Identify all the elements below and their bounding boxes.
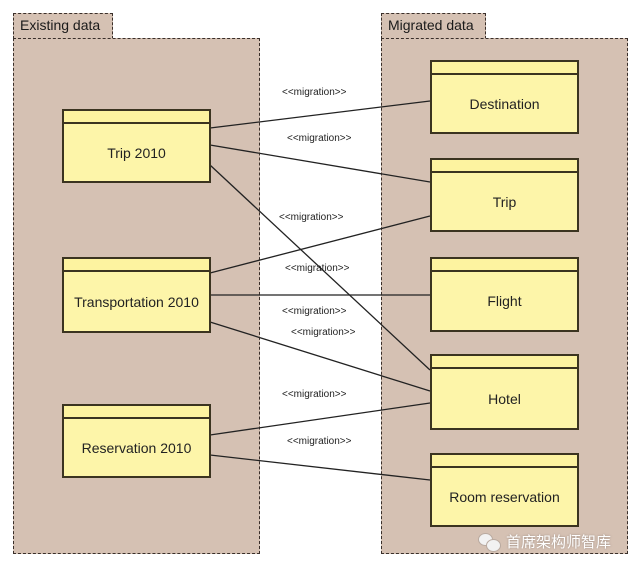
class-hotel[interactable]: Hotel xyxy=(430,354,579,430)
class-header xyxy=(432,62,577,75)
package-tab-existing: Existing data xyxy=(13,13,113,39)
watermark: 首席架构师智库 xyxy=(478,531,611,552)
watermark-text: 首席架构师智库 xyxy=(506,534,612,551)
class-name: Flight xyxy=(487,293,522,309)
dependency-trip2010-trip[interactable] xyxy=(209,144,431,183)
class-header xyxy=(64,406,209,419)
stereotype-label: <<migration>> xyxy=(291,327,356,338)
class-name: Room reservation xyxy=(449,488,560,505)
class-header xyxy=(432,160,577,173)
dependency-transport2010-hotel[interactable] xyxy=(209,321,431,392)
class-room-reservation[interactable]: Room reservation xyxy=(430,453,579,527)
class-name: Transportation 2010 xyxy=(74,293,199,310)
dependency-reservation2010-hotel[interactable] xyxy=(209,402,431,436)
stereotype-label: <<migration>> xyxy=(287,436,352,447)
stereotype-label: <<migration>> xyxy=(282,389,347,400)
package-title-existing: Existing data xyxy=(20,17,101,33)
stereotype-label: <<migration>> xyxy=(279,212,344,223)
dependency-transport2010-trip[interactable] xyxy=(209,215,431,274)
class-header xyxy=(432,356,577,369)
class-name: Hotel xyxy=(488,390,521,407)
package-title-migrated: Migrated data xyxy=(388,17,474,33)
class-header xyxy=(432,259,577,272)
stereotype-label: <<migration>> xyxy=(282,87,347,98)
class-trip[interactable]: Trip xyxy=(430,158,579,232)
dependency-reservation2010-roomres[interactable] xyxy=(209,454,431,481)
class-trip-2010[interactable]: Trip 2010 xyxy=(62,109,211,183)
class-reservation-2010[interactable]: Reservation 2010 xyxy=(62,404,211,478)
dependency-trip2010-hotel[interactable] xyxy=(209,164,431,371)
class-name: Trip 2010 xyxy=(107,144,166,161)
class-flight[interactable]: Flight xyxy=(430,257,579,332)
class-header xyxy=(64,259,209,272)
package-tab-migrated: Migrated data xyxy=(381,13,486,39)
class-destination[interactable]: Destination xyxy=(430,60,579,134)
class-name: Trip xyxy=(492,193,517,210)
class-name: Destination xyxy=(469,95,540,112)
class-transportation-2010[interactable]: Transportation 2010 xyxy=(62,257,211,333)
stereotype-label: <<migration>> xyxy=(287,133,352,144)
class-header xyxy=(64,111,209,124)
stereotype-label: <<migration>> xyxy=(285,263,350,274)
dependency-trip2010-destination[interactable] xyxy=(209,100,431,129)
class-header xyxy=(432,455,577,468)
wechat-icon xyxy=(478,532,501,552)
class-name: Reservation 2010 xyxy=(81,439,192,456)
stereotype-label: <<migration>> xyxy=(282,306,347,317)
